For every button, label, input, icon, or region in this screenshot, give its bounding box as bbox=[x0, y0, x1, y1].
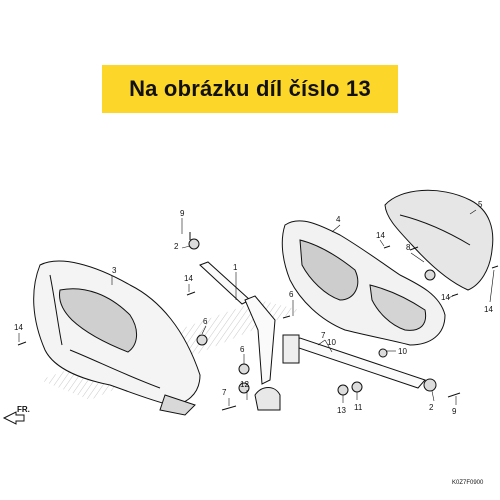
callout-7b: 7 bbox=[321, 331, 326, 340]
callout-9b: 9 bbox=[452, 407, 457, 416]
front-arrow-icon: FR. bbox=[2, 405, 30, 425]
callout-14d: 14 bbox=[441, 293, 450, 302]
callout-10: 10 bbox=[327, 338, 336, 347]
callout-10b: 10 bbox=[398, 347, 407, 356]
callout-7: 7 bbox=[222, 388, 227, 397]
callout-2b: 2 bbox=[429, 403, 434, 412]
callout-14b: 14 bbox=[14, 323, 23, 332]
callout-11: 11 bbox=[354, 403, 363, 412]
hardware-parts bbox=[17, 232, 499, 411]
callout-2: 2 bbox=[174, 242, 179, 251]
callout-14c: 14 bbox=[376, 231, 385, 240]
callout-12: 12 bbox=[240, 380, 249, 389]
callout-14e: 14 bbox=[484, 305, 493, 314]
banner-text: Na obrázku díl číslo 13 bbox=[129, 76, 371, 101]
rear-cover-part bbox=[281, 220, 446, 346]
callout-8: 8 bbox=[406, 243, 411, 252]
handlebar-pipe-part bbox=[199, 261, 426, 411]
callout-1: 1 bbox=[233, 263, 238, 272]
callout-13: 13 bbox=[337, 406, 346, 415]
callout-9: 9 bbox=[180, 209, 185, 218]
callout-5: 5 bbox=[478, 200, 483, 209]
callout-14: 14 bbox=[184, 274, 193, 283]
callout-6: 6 bbox=[203, 317, 208, 326]
front-cover-part bbox=[33, 260, 201, 416]
callout-3: 3 bbox=[112, 266, 117, 275]
callout-6b: 6 bbox=[240, 345, 245, 354]
callout-labels: 9 2 1 14 3 6 6 12 7 14 4 14 8 7 6 10 10 … bbox=[14, 200, 493, 416]
figure-code: K0Z7F0900 bbox=[452, 480, 484, 486]
callout-6c: 6 bbox=[289, 290, 294, 299]
leader-lines bbox=[18, 209, 495, 406]
top-cover-part bbox=[384, 189, 494, 291]
callout-4: 4 bbox=[336, 215, 341, 224]
front-label: FR. bbox=[17, 405, 30, 414]
part-number-banner: Na obrázku díl číslo 13 bbox=[102, 65, 398, 113]
